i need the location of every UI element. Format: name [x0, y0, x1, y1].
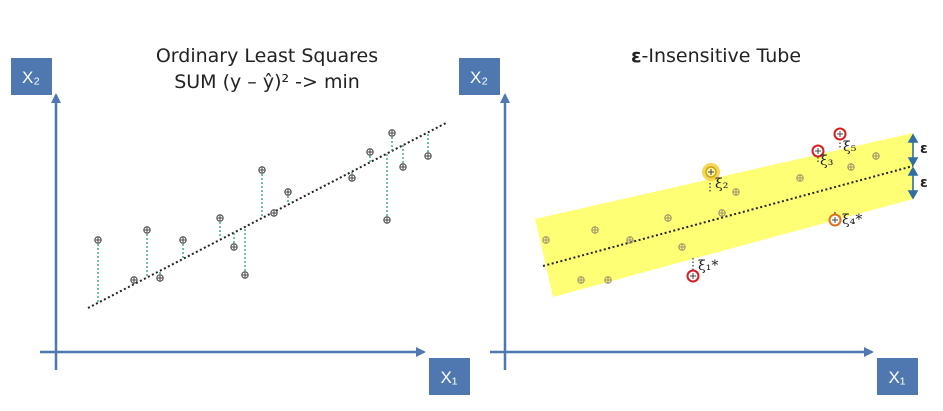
- epsilon-upper-label: ε: [920, 141, 928, 157]
- slack-label-xi2: ξ₂: [715, 176, 728, 192]
- data-point: [678, 243, 686, 251]
- data-point: [399, 163, 407, 171]
- data-point: [664, 214, 672, 222]
- svg-text:X₁: X₁: [888, 368, 905, 387]
- data-point: [156, 274, 164, 282]
- svr-inside-points: [542, 152, 880, 284]
- data-point: [366, 148, 374, 156]
- data-point: [241, 271, 249, 279]
- data-point: [284, 188, 292, 196]
- slack-label-xi1: ξ₁*: [698, 258, 718, 274]
- data-point: [718, 209, 726, 217]
- data-point: [872, 152, 880, 160]
- slack-label-xi4: ξ₄*: [842, 212, 862, 228]
- data-point: [179, 236, 187, 244]
- epsilon-width-markers: [907, 133, 919, 200]
- ols-title-line2: SUM (y – ŷ)² -> min: [174, 71, 360, 93]
- svg-text:X₂: X₂: [470, 68, 488, 87]
- ols-x-axis-badge: X₁: [429, 358, 470, 395]
- data-point: [626, 236, 634, 244]
- data-point: [270, 209, 278, 217]
- outlier-point-xi1: [686, 269, 700, 283]
- svr-x-axis-badge: X₁: [877, 358, 918, 395]
- slack-label-xi5: ξ₅: [843, 139, 857, 155]
- ols-title-line1: Ordinary Least Squares: [156, 45, 378, 67]
- data-point: [348, 174, 356, 182]
- data-point: [258, 166, 266, 174]
- svg-text:X₂: X₂: [22, 68, 40, 87]
- data-point: [216, 214, 224, 222]
- outlier-point-xi3: [811, 144, 825, 158]
- data-point: [94, 236, 102, 244]
- data-point: [577, 276, 585, 284]
- data-point: [130, 276, 138, 284]
- outlier-point-xi2: [702, 163, 720, 181]
- data-point: [388, 129, 396, 137]
- svg-text:X₁: X₁: [440, 368, 457, 387]
- data-point: [847, 163, 855, 171]
- data-point: [604, 276, 612, 284]
- epsilon-tube: [535, 133, 913, 297]
- outlier-point-xi4: [828, 213, 842, 227]
- data-point: [230, 243, 238, 251]
- data-point: [424, 152, 432, 160]
- svr-title: ε-Insensitive Tube: [631, 45, 801, 67]
- slack-label-xi3: ξ₃: [820, 153, 833, 169]
- data-point: [796, 174, 804, 182]
- data-point: [143, 226, 151, 234]
- svr-panel: ε-Insensitive Tube X₂ X₁ ε ε: [459, 45, 928, 395]
- ols-y-axis-badge: X₂: [11, 58, 52, 95]
- ols-data-points: [94, 129, 432, 284]
- svr-outlier-points: [686, 127, 847, 283]
- svr-regression-line: [542, 165, 914, 267]
- outlier-point-xi5: [833, 127, 847, 141]
- epsilon-lower-label: ε: [920, 175, 928, 191]
- ols-panel: Ordinary Least Squares SUM (y – ŷ)² -> m…: [11, 45, 470, 395]
- data-point: [542, 236, 550, 244]
- svr-y-axis-badge: X₂: [459, 58, 500, 95]
- data-point: [591, 226, 599, 234]
- data-point: [732, 188, 740, 196]
- data-point: [383, 216, 391, 224]
- ols-residuals: [97, 133, 429, 302]
